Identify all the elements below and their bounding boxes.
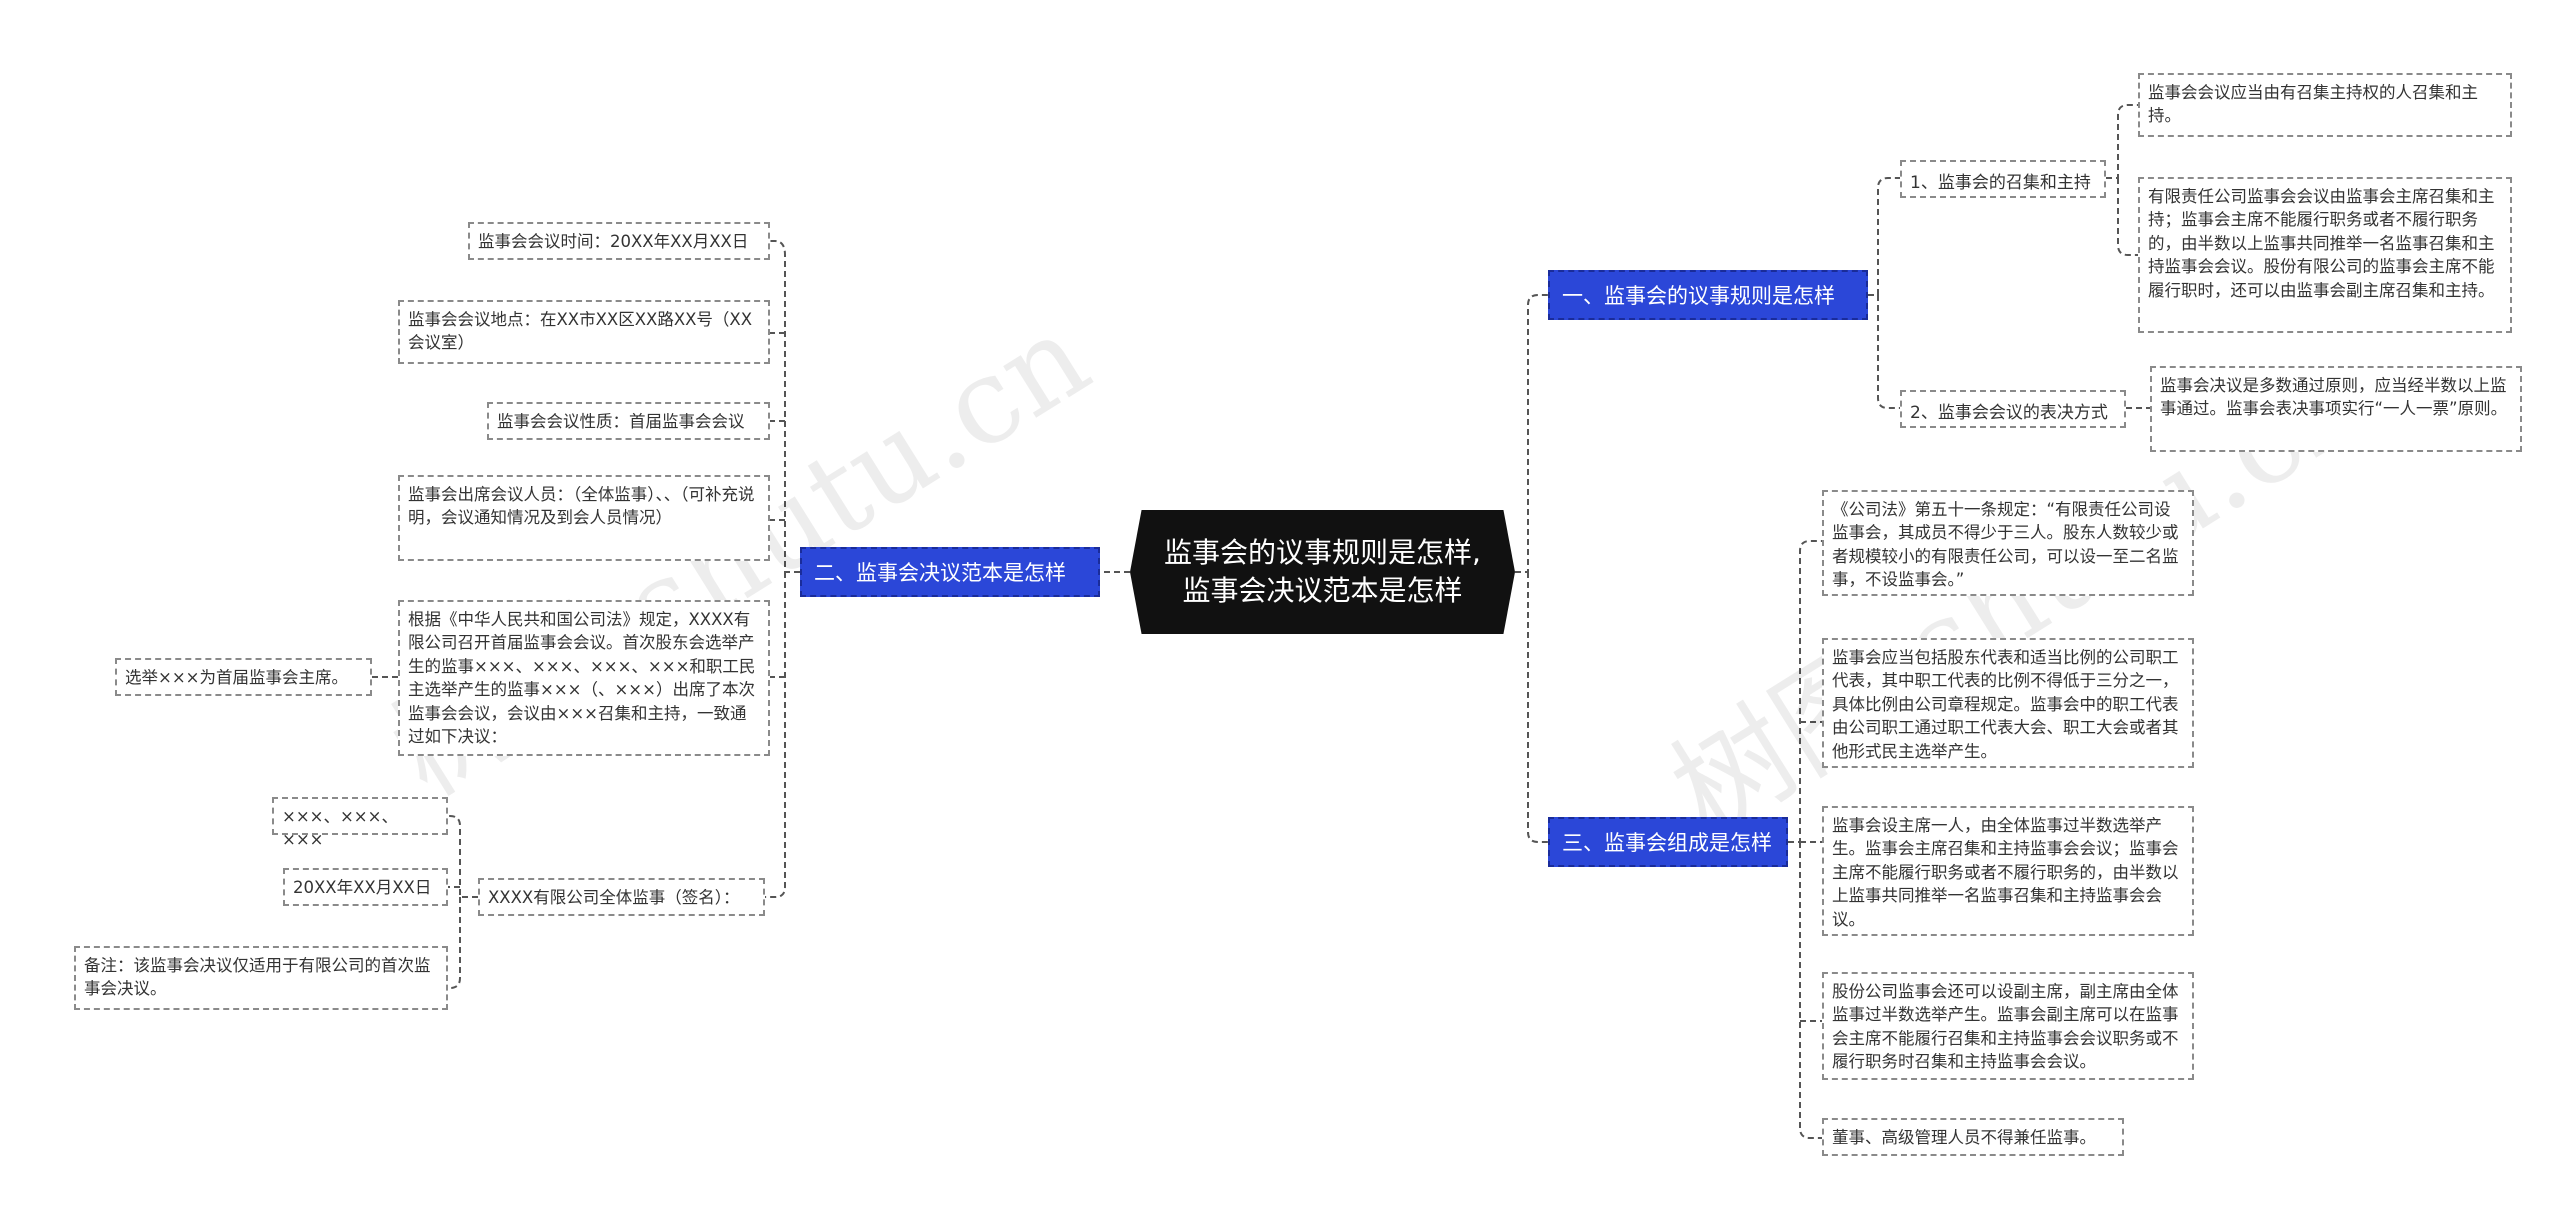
branch-rules[interactable]: 一、监事会的议事规则是怎样 — [1548, 270, 1868, 320]
link-root-b3 — [1527, 572, 1548, 843]
leaf-convene-2[interactable]: 有限责任公司监事会会议由监事会主席召集和主持；监事会主席不能履行职务或者不履行职… — [2138, 177, 2512, 333]
leaf-convene-1[interactable]: 监事会会议应当由有召集主持权的人召集和主持。 — [2138, 73, 2512, 137]
leaf-signer-names[interactable]: ×××、×××、××× — [272, 797, 448, 849]
leaf-resolution-basis[interactable]: 根据《中华人民共和国公司法》规定，XXXX有限公司召开首届监事会会议。首次股东会… — [398, 600, 770, 756]
leaf-composition-5[interactable]: 董事、高级管理人员不得兼任监事。 — [1822, 1118, 2124, 1156]
link-b1-subs — [1868, 177, 1900, 409]
link-root-b1 — [1515, 294, 1548, 573]
leaf-elect-chairman[interactable]: 选举×××为首届监事会主席。 — [115, 658, 372, 696]
leaf-voting[interactable]: 监事会决议是多数通过原则，应当经半数以上监事通过。监事会表决事项实行“一人一票”… — [2150, 366, 2522, 452]
leaf-attendees[interactable]: 监事会出席会议人员：（全体监事）、、（可补充说明，会议通知情况及到会人员情况） — [398, 475, 770, 561]
link-b2-leaves — [765, 240, 800, 898]
leaf-meeting-nature[interactable]: 监事会会议性质：首届监事会会议 — [487, 402, 770, 440]
leaf-meeting-place[interactable]: 监事会会议地点：在XX市XX区XX路XX号（XX会议室） — [398, 300, 770, 364]
branch-composition[interactable]: 三、监事会组成是怎样 — [1548, 817, 1788, 867]
leaf-composition-1[interactable]: 《公司法》第五十一条规定：“有限责任公司设监事会，其成员不得少于三人。股东人数较… — [1822, 490, 2194, 596]
leaf-meeting-time[interactable]: 监事会会议时间：20XX年XX月XX日 — [468, 222, 770, 260]
link-sub1-leaves — [2106, 104, 2138, 256]
leaf-composition-3[interactable]: 监事会设主席一人，由全体监事过半数选举产生。监事会主席召集和主持监事会会议；监事… — [1822, 806, 2194, 936]
leaf-composition-4[interactable]: 股份公司监事会还可以设副主席，副主席由全体监事过半数选举产生。监事会副主席可以在… — [1822, 972, 2194, 1080]
leaf-composition-2[interactable]: 监事会应当包括股东代表和适当比例的公司职工代表，其中职工代表的比例不得低于三分之… — [1822, 638, 2194, 768]
root-topic[interactable]: 监事会的议事规则是怎样, 监事会决议范本是怎样 — [1130, 510, 1515, 634]
sub-convene[interactable]: 1、监事会的召集和主持 — [1900, 160, 2106, 198]
leaf-note[interactable]: 备注：该监事会决议仅适用于有限公司的首次监事会决议。 — [74, 946, 448, 1010]
link-b3-leaves — [1788, 540, 1822, 1139]
root-topic-label: 监事会的议事规则是怎样, 监事会决议范本是怎样 — [1164, 536, 1481, 607]
sub-voting[interactable]: 2、监事会会议的表决方式 — [1900, 390, 2126, 428]
leaf-signature[interactable]: XXXX有限公司全体监事（签名）： — [478, 878, 765, 916]
leaf-signing-date[interactable]: 20XX年XX月XX日 — [283, 868, 448, 906]
branch-template[interactable]: 二、监事会决议范本是怎样 — [800, 547, 1100, 597]
link-sign-children — [448, 815, 478, 989]
